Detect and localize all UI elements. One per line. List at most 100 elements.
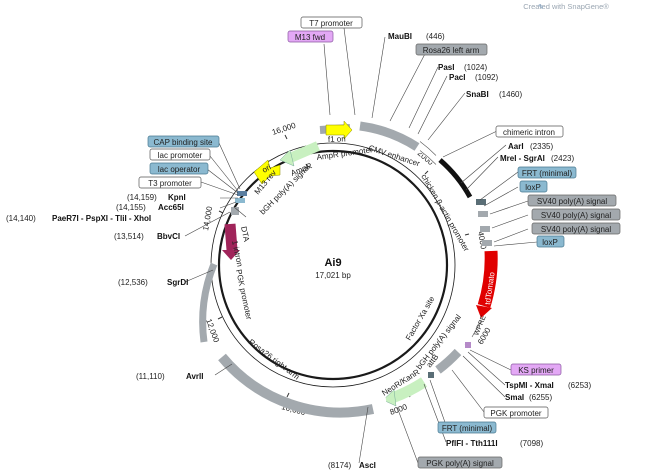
paci-site[interactable]: PacI — [449, 73, 465, 82]
sgrdi-pos: (12,536) — [118, 278, 148, 287]
pflfi-tth111i-pos: (7098) — [520, 439, 543, 448]
bgh-polya-feature[interactable] — [435, 348, 462, 374]
t7-promoter-box[interactable] — [300, 16, 363, 29]
lac-operator-label: lac operator — [158, 165, 201, 174]
sv40-polya-3-label: SV40 poly(A) signal — [541, 225, 611, 234]
frt-feature[interactable] — [476, 199, 486, 205]
t3-promoter-box[interactable] — [138, 176, 202, 189]
ampr-arrowhead — [279, 149, 295, 167]
tspmi-xmai-pos: (6253) — [568, 381, 591, 390]
ori-arrow[interactable] — [253, 159, 281, 185]
sv40-feature-3[interactable] — [482, 240, 492, 246]
m13-fwd-box[interactable] — [287, 30, 334, 43]
frt-minimal-top-label: FRT (minimal) — [522, 169, 573, 178]
ruler-14000: 14,000 — [201, 205, 214, 231]
smai-pos: (6255) — [529, 393, 552, 402]
ruler-16000: 16,000 — [271, 121, 298, 137]
cap-binding-site-box[interactable] — [147, 135, 220, 148]
f1-ori-arrow[interactable] — [325, 120, 353, 140]
lac-operator-box[interactable] — [149, 162, 209, 175]
pgk-promoter-label: PGK promoter — [490, 409, 541, 418]
frt-minimal-bottom-label: FRT (minimal) — [442, 424, 493, 433]
asci-site[interactable]: AscI — [359, 461, 376, 470]
t3-promoter-label: T3 promoter — [148, 179, 192, 188]
mrei-sgrai-site[interactable]: MreI - SgrAI — [500, 154, 545, 163]
pasi-pos: (1024) — [464, 63, 487, 72]
loxp-bottom-label: loxP — [542, 238, 558, 247]
pasi-site[interactable]: PasI — [438, 63, 454, 72]
lac-features[interactable] — [237, 191, 247, 196]
ks-primer-label: KS primer — [518, 366, 554, 375]
cap-binding-site-label: CAP binding site — [154, 138, 214, 147]
dta-label: DTA — [239, 226, 251, 244]
maubi-pos: (446) — [426, 32, 445, 41]
cmv-enhancer-feature[interactable] — [359, 121, 420, 151]
lac-promoter-box[interactable] — [149, 148, 211, 161]
bbvci-pos: (13,514) — [114, 232, 144, 241]
pflfi-tth111i-site[interactable]: PflFI - Tth111I — [446, 439, 498, 448]
sv40-polya-1-label: SV40 poly(A) signal — [537, 197, 607, 206]
pgk-polya-label: PGK poly(A) signal — [426, 459, 494, 468]
avrii-site[interactable]: AvrII — [186, 372, 204, 381]
leader-lines — [184, 27, 538, 464]
plasmid-size: 17,021 bp — [315, 271, 351, 280]
acc65i-site[interactable]: Acc65I — [158, 203, 184, 212]
kpni-site[interactable]: KpnI — [168, 193, 186, 202]
loxp-top-label: loxP — [525, 183, 541, 192]
dta-arrow[interactable] — [224, 223, 238, 251]
backbone-circle — [217, 149, 449, 381]
attb-feature[interactable] — [428, 372, 434, 378]
loxp-bottom-box[interactable] — [536, 235, 565, 248]
small-grey-feature[interactable] — [231, 207, 239, 215]
aari-site[interactable]: AarI — [508, 142, 524, 151]
tdtomato-arrowhead — [476, 305, 492, 318]
kpni-pos: (14,159) — [127, 193, 157, 202]
paer7i-pos: (14,140) — [6, 214, 36, 223]
frt-minimal-top-box[interactable] — [517, 166, 577, 179]
tspmi-xmai-site[interactable]: TspMI - XmaI — [505, 381, 554, 390]
chicken-beta-actin-arrow[interactable] — [438, 158, 473, 199]
paer7i-site[interactable]: PaeR7I - PspXI - TliI - XhoI — [52, 214, 151, 223]
cmv-promoter-feature[interactable] — [417, 142, 440, 164]
maubi-site[interactable]: MauBI — [388, 32, 412, 41]
mrei-sgrai-pos: (2423) — [551, 154, 574, 163]
plasmid-name: Ai9 — [324, 257, 341, 269]
ori-label: ori — [261, 162, 273, 174]
tdtomato-arrow[interactable] — [477, 250, 498, 308]
pgk-promoter-box[interactable] — [483, 406, 549, 419]
watermark-text: Created with SnapGene® — [523, 2, 609, 11]
rosa26-right-arm-feature[interactable] — [218, 353, 375, 418]
frt-minimal-bottom-box[interactable] — [437, 421, 497, 434]
f1-ori-label: f1 ori — [328, 134, 346, 144]
snabi-site[interactable]: SnaBI — [466, 90, 489, 99]
rosa26-left-arm-box[interactable] — [415, 43, 488, 56]
neor-arrowhead — [382, 389, 397, 407]
sv40-polya-3-box[interactable] — [531, 222, 621, 235]
cap-feature[interactable] — [235, 198, 245, 203]
chimeric-intron-label: chimeric intron — [503, 128, 555, 137]
loxp-top-box[interactable] — [519, 180, 548, 193]
sgrdi-site[interactable]: SgrDI — [167, 278, 188, 287]
lac-promoter-label: lac promoter — [158, 151, 203, 160]
ks-primer-site[interactable] — [465, 342, 471, 348]
chimeric-intron-box[interactable] — [495, 125, 564, 138]
aari-pos: (2335) — [530, 142, 553, 151]
sv40-feature-1[interactable] — [478, 211, 488, 217]
asci-pos: (8174) — [328, 461, 351, 470]
rosa26-left-arm-label: Rosa26 left arm — [423, 46, 480, 55]
smai-site[interactable]: SmaI — [505, 393, 524, 402]
bbvci-site[interactable]: BbvCI — [157, 232, 180, 241]
snabi-pos: (1460) — [499, 90, 522, 99]
sv40-feature-2[interactable] — [480, 226, 490, 232]
sv40-polya-2-box[interactable] — [531, 208, 621, 221]
ampr-arrow[interactable] — [288, 141, 320, 163]
pgk-promoter-feature[interactable] — [377, 395, 387, 406]
ks-primer-box[interactable] — [510, 363, 562, 376]
sv40-polya-1-box[interactable] — [527, 194, 617, 207]
snapgene-logo-icon: ✎ — [538, 3, 544, 11]
pgk-polya-box[interactable] — [417, 456, 503, 469]
dta-arrowhead — [222, 250, 240, 260]
factor-xa-label: Factor Xa site — [404, 294, 437, 342]
